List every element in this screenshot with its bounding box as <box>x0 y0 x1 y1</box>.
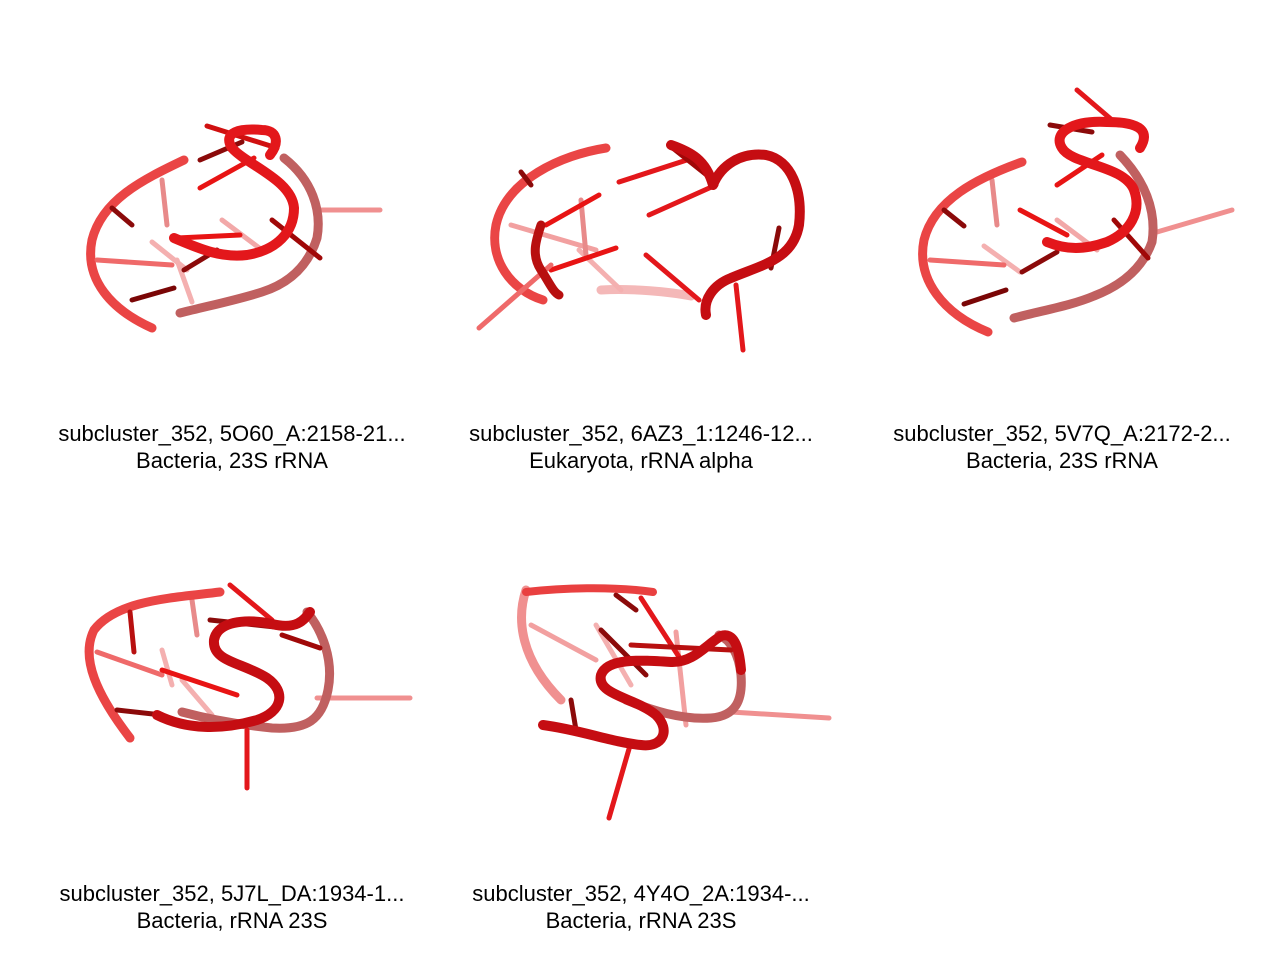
panel-title: subcluster_352, 5O60_A:2158-21... <box>58 421 406 446</box>
panel-title: subcluster_352, 4Y4O_2A:1934-... <box>472 881 810 906</box>
panel-subtitle: Bacteria, 23S rRNA <box>136 448 328 473</box>
structure-panel-5: subcluster_352, 4Y4O_2A:1934-... Bacteri… <box>431 520 851 980</box>
rna-structure-image-1 <box>86 123 383 333</box>
panel-title: subcluster_352, 5J7L_DA:1934-1... <box>59 881 405 906</box>
panel-subtitle: Bacteria, rRNA 23S <box>136 908 328 933</box>
panel-title: subcluster_352, 6AZ3_1:1246-12... <box>469 421 813 446</box>
structure-panel-3: subcluster_352, 5V7Q_A:2172-2... Bacteri… <box>852 60 1272 520</box>
structure-panel-4: subcluster_352, 5J7L_DA:1934-1... Bacter… <box>22 520 442 980</box>
structure-panel-2: subcluster_352, 6AZ3_1:1246-12... Eukary… <box>431 60 851 520</box>
rna-structure-image-2 <box>476 140 805 353</box>
panel-subtitle: Eukaryota, rRNA alpha <box>529 448 753 473</box>
rna-structure-image-5 <box>517 584 832 821</box>
rna-structure-image-3 <box>918 87 1235 337</box>
panel-subtitle: Bacteria, 23S rRNA <box>966 448 1158 473</box>
panel-subtitle: Bacteria, rRNA 23S <box>545 908 737 933</box>
rna-structure-image-4 <box>84 582 413 791</box>
structure-panel-1: subcluster_352, 5O60_A:2158-21... Bacter… <box>22 60 442 520</box>
panel-title: subcluster_352, 5V7Q_A:2172-2... <box>893 421 1231 446</box>
